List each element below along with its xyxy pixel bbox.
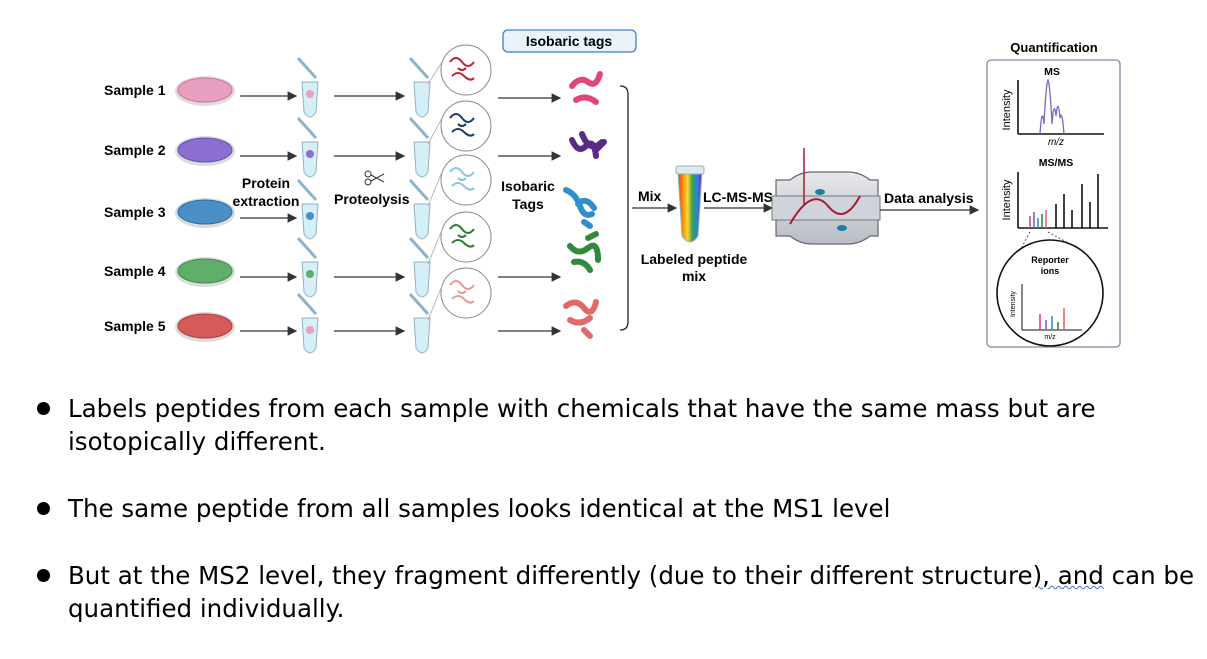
bullet-text-3-underlined: ), and [1032, 561, 1104, 590]
labeled-peptide-mix-line1: Labeled peptide [641, 251, 748, 267]
peptide-circle-5-icon [440, 267, 492, 319]
workflow-diagram: Sample 1 Sample 2 Sample 3 Sample 4 Samp… [104, 29, 1121, 354]
labeled-peptides [563, 71, 607, 339]
msms-plot-y-axis: Intensity [1001, 179, 1013, 220]
bullet-list: Labels peptides from each sample with ch… [28, 392, 1198, 659]
petri-dish-1-icon [175, 76, 235, 106]
tube-icon [408, 178, 431, 240]
labeled-peptide-5-icon [563, 299, 599, 339]
tube-icon [408, 292, 431, 354]
ms-plot-x-axis: m/z [1048, 137, 1064, 148]
petri-dish-3-icon [175, 198, 235, 228]
petri-dish-4-icon [175, 257, 235, 287]
reporter-ions-title-line1: Reporter [1031, 255, 1069, 265]
isobaric-tags-box [502, 29, 637, 53]
scissors-icon [364, 170, 385, 186]
sample-label-2: Sample 2 [104, 142, 166, 158]
peptide-circle-1-icon [440, 44, 492, 96]
bullet-text-3-main: But at the MS2 level, they fragment diff… [68, 561, 1033, 590]
proteolysis-label: Proteolysis [334, 191, 410, 207]
labeled-peptide-mix-line2: mix [682, 268, 706, 284]
petri-dish-2-icon [175, 136, 235, 166]
protein-extraction-label-line1: Protein [242, 175, 290, 191]
bullet-item-2: The same peptide from all samples looks … [28, 492, 1198, 525]
bullet-item-1: Labels peptides from each sample with ch… [28, 392, 1198, 458]
labeled-peptide-2-icon [569, 131, 607, 159]
isobaric-tags-box-label: Isobaric tags [526, 33, 613, 49]
ms-plot-y-axis: Intensity [1001, 89, 1013, 130]
labeled-peptide-3-icon [563, 187, 597, 229]
data-analysis-label: Data analysis [884, 190, 974, 206]
extraction-tubes [296, 56, 319, 354]
bullet-text-3-tail: can be quantified individually. [68, 561, 1195, 623]
labeled-peptide-1-icon [569, 71, 603, 105]
mix-bracket [619, 85, 629, 331]
arrows-to-proteolysis [334, 91, 406, 336]
peptide-circle-3-icon [440, 154, 492, 206]
reporter-ions-title-line2: ions [1041, 266, 1060, 276]
protein-extraction-label-line2: extraction [233, 193, 300, 209]
tube-icon [408, 56, 431, 118]
reporter-ions-x-axis: m/z [1044, 334, 1056, 341]
petri-dish-5-icon [175, 312, 235, 342]
reporter-ions-y-axis: Intensity [1010, 290, 1017, 317]
isobaric-tags-label-line2: Tags [512, 196, 544, 212]
bullet-text-2: The same peptide from all samples looks … [68, 494, 891, 523]
bullet-item-3: But at the MS2 level, they fragment diff… [28, 559, 1198, 625]
ms-plot-title: MS [1044, 66, 1060, 78]
peptide-circle-4-icon [440, 211, 492, 263]
labeled-peptide-mix-tube-icon [675, 165, 705, 243]
bullet-text-1: Labels peptides from each sample with ch… [68, 394, 1096, 456]
zoom-lines [427, 61, 443, 321]
mix-label: Mix [638, 188, 662, 204]
arrows-to-extraction [240, 91, 298, 336]
tube-icon [296, 292, 319, 354]
reporter-ions-zoom [996, 239, 1104, 347]
mass-spectrometer-icon [771, 148, 881, 245]
tube-icon [296, 236, 319, 298]
tube-icon [296, 116, 319, 178]
sample-label-4: Sample 4 [104, 263, 166, 279]
labeled-peptide-4-icon [567, 231, 601, 273]
msms-plot-title: MS/MS [1039, 157, 1073, 169]
ms-plot [1017, 78, 1104, 135]
sample-label-5: Sample 5 [104, 318, 166, 334]
lcmsms-label: LC-MS-MS [703, 189, 773, 205]
isobaric-tags-label-line1: Isobaric [501, 178, 555, 194]
arrows-to-tags [498, 93, 562, 336]
tube-icon [296, 178, 319, 240]
quantification-title: Quantification [1010, 40, 1097, 55]
tube-icon [408, 116, 431, 178]
sample-label-3: Sample 3 [104, 204, 166, 220]
peptide-circle-2-icon [440, 100, 492, 152]
petri-dishes [175, 76, 235, 342]
tube-icon [408, 236, 431, 298]
sample-label-1: Sample 1 [104, 82, 166, 98]
tube-icon [296, 56, 319, 118]
digestion-tubes [408, 56, 431, 354]
msms-plot [1015, 172, 1108, 259]
peptide-zoom-circles [440, 44, 492, 319]
